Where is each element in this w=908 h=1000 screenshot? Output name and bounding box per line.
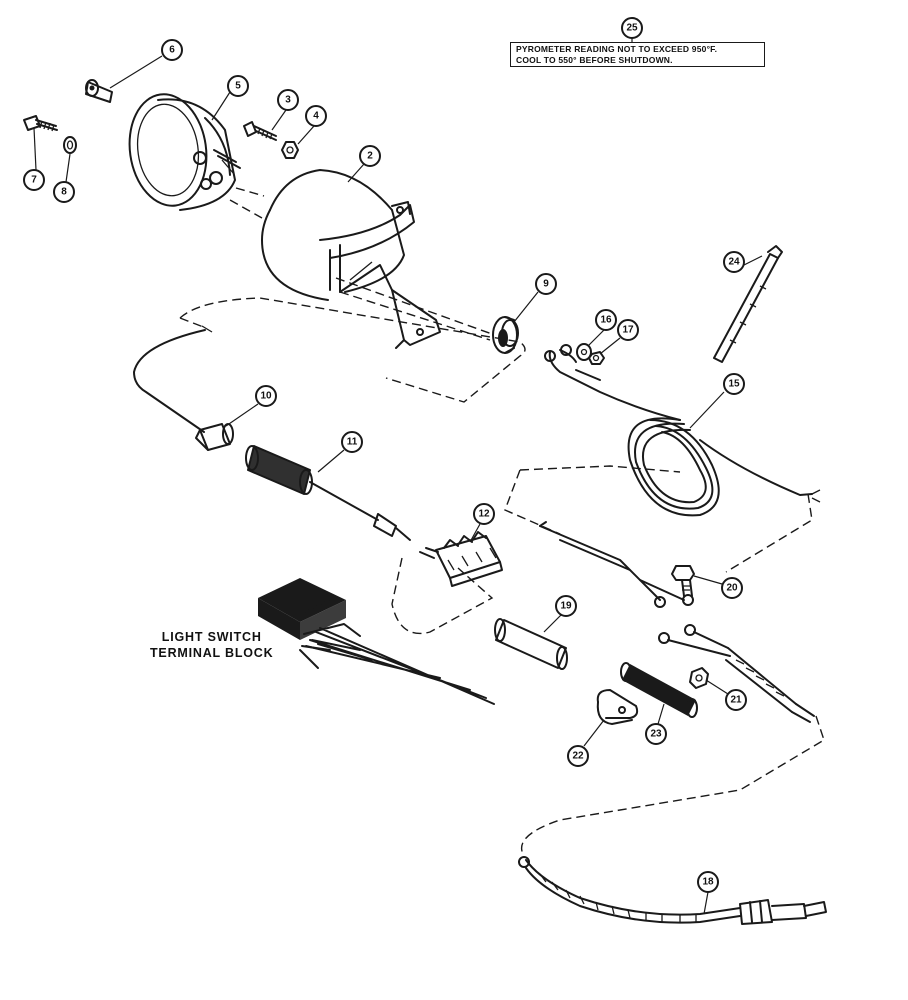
sensor-lead-end [201,325,213,333]
assembly-dashed-lines [179,187,825,857]
callout-17-label: 17 [622,325,634,336]
callout-12 [473,503,495,525]
part-4-nut [281,141,299,159]
part-9-grommet [492,316,519,354]
callout-7-label: 7 [31,175,37,186]
part-20-screw [671,565,695,597]
pyrometer-note-box: PYROMETER READING NOT TO EXCEED 950°F. C… [510,42,765,67]
light-switch-terminal-block-label: LIGHT SWITCH TERMINAL BLOCK [150,629,273,661]
note-line-2: COOL TO 550° BEFORE SHUTDOWN. [516,55,673,65]
callout-7 [23,169,45,191]
callout-22 [567,745,589,767]
callout-21-label: 21 [730,695,742,706]
callout-10 [255,385,277,407]
callout-18 [697,871,719,893]
callout-11 [341,431,363,453]
callout-23 [645,723,667,745]
callout-20-label: 20 [726,583,738,594]
part-8-washer [63,136,77,154]
callout-19 [555,595,577,617]
light-switch-terminal-block [258,578,495,705]
callout-16-label: 16 [600,315,612,326]
note-line-1: PYROMETER READING NOT TO EXCEED 950°F. [516,44,718,54]
callout-15 [723,373,745,395]
callout-9-label: 9 [543,279,549,290]
callout-3-label: 3 [285,95,291,106]
part-12-connector-block [419,531,503,587]
part-7-screw [23,115,58,132]
callout-2-label: 2 [367,151,373,162]
callout-19-label: 19 [560,601,572,612]
part-11-lamp-lead [245,445,411,541]
callout-6 [161,39,183,61]
callout-25 [621,17,643,39]
callout-2 [359,145,381,167]
callout-16 [595,309,617,331]
harness-ground-lead [539,521,694,608]
callout-15-label: 15 [728,379,740,390]
callout-6-label: 6 [169,45,175,56]
part-23-loom [620,662,698,718]
callout-3 [277,89,299,111]
callout-8-label: 8 [61,187,67,198]
part-19-sleeve [494,618,568,670]
part-10-connector [195,423,234,451]
part-15-lead-wire [544,344,821,517]
callout-8 [53,181,75,203]
callout-21 [725,689,747,711]
callout-24 [723,251,745,273]
callout-25-label: 25 [626,23,638,34]
callout-20 [721,577,743,599]
block-label-line-2: TERMINAL BLOCK [150,646,274,660]
part-2-gauge-housing [261,169,441,349]
part-18-thermocouple [518,856,827,925]
sensor-lead-wire [133,329,206,433]
part-17-nut [588,351,605,365]
callout-17 [617,319,639,341]
part-22-clip [596,689,639,725]
callout-5 [227,75,249,97]
callout-9 [535,273,557,295]
callouts: 25 6 5 3 4 2 7 8 9 24 16 17 [23,17,763,915]
callout-22-label: 22 [572,751,584,762]
part-16-washer [576,343,592,361]
part-5-pyrometer-gauge [128,93,241,211]
callout-12-label: 12 [478,509,490,520]
callout-23-label: 23 [650,729,662,740]
block-label-line-1: LIGHT SWITCH [161,630,262,644]
thermocouple-extension-lead [658,624,815,723]
callout-4 [305,105,327,127]
callout-10-label: 10 [260,391,272,402]
callout-18-label: 18 [702,877,714,888]
callout-4-label: 4 [313,111,319,122]
part-6-terminal [85,79,113,103]
part-21-nut [689,667,709,689]
part-3-screw [243,121,277,141]
callout-11-label: 11 [347,437,358,448]
callout-24-label: 24 [728,257,740,268]
callout-5-label: 5 [235,81,241,92]
part-24-cable-tie [713,245,783,363]
